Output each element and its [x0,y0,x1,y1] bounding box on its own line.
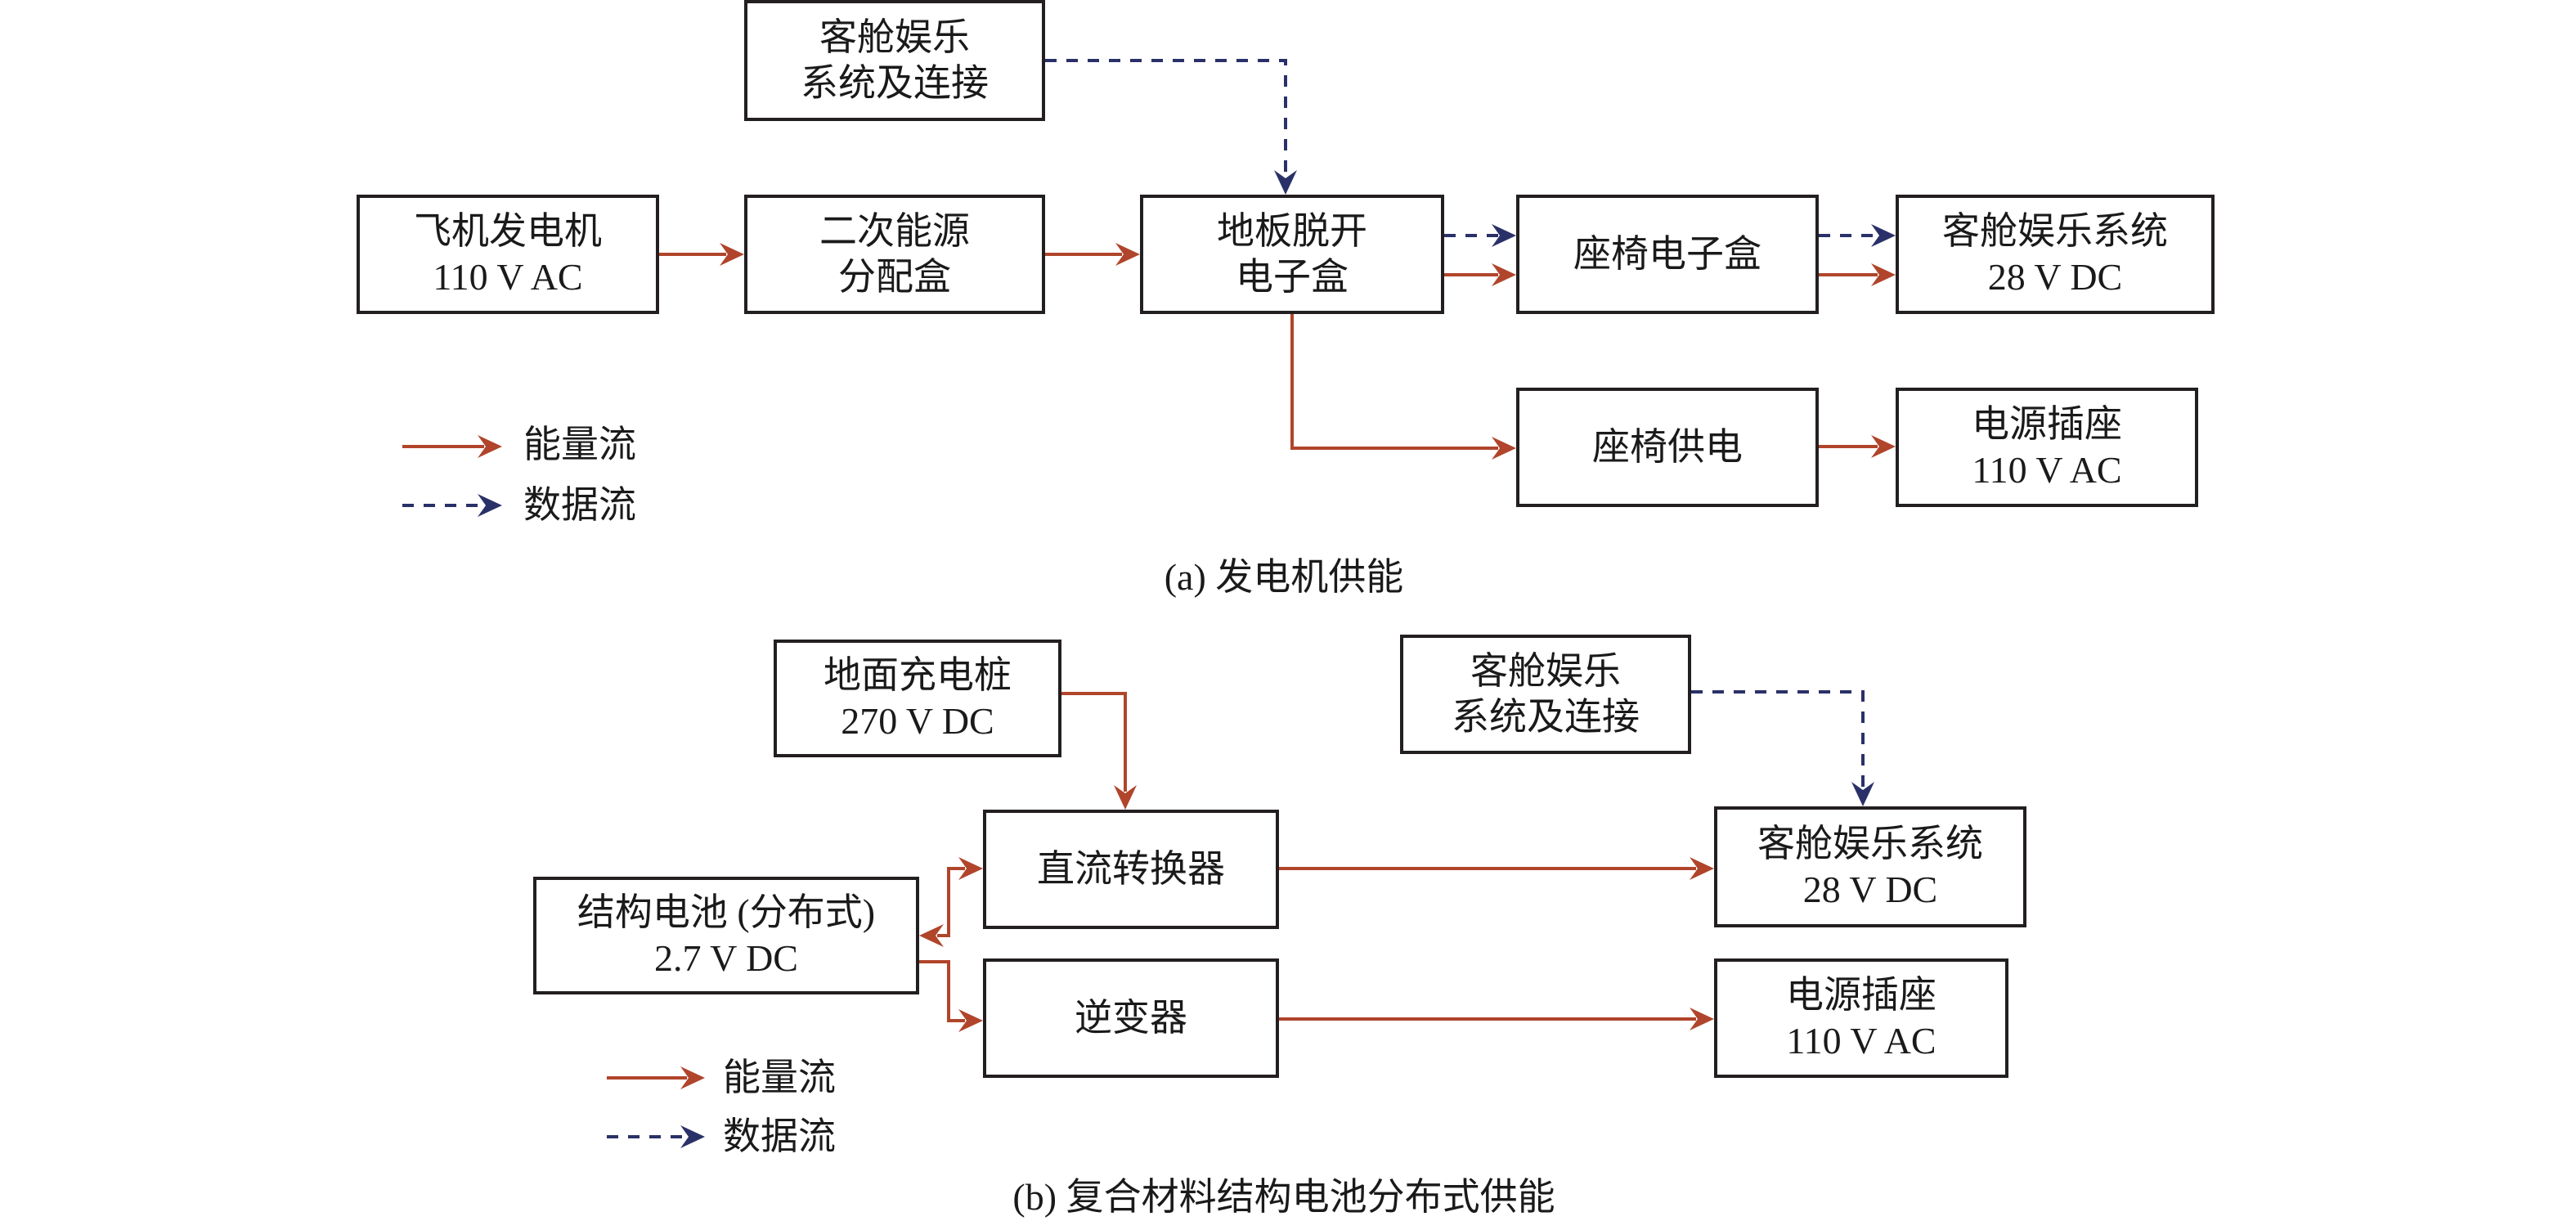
box-label-line1: 电源插座 [1786,974,1936,1016]
box-label-line2: 2.7 V DC [654,937,798,979]
box-label-line2: 110 V AC [1786,1020,1936,1062]
box-label-line2: 分配盒 [838,256,951,298]
caption-b: (b) 复合材料结构电池分布式供能 [1012,1176,1555,1218]
a-energy-floor-to-seat-ebox-arrowhead [1492,263,1516,286]
box-label-line1: 电源插座 [1972,403,2122,445]
a-energy-floor-to-seat-power-arrowhead [1492,437,1516,460]
a-energy-floor-to-seat-power [1290,314,1498,450]
legend-a-data-arrow-arrowhead [478,494,502,517]
b-energy-charger-to-converter-arrowhead [1114,785,1137,810]
a-energy-seat-ebox-to-ife-arrowhead [1871,263,1896,286]
box-label-line1: 直流转换器 [1037,848,1225,890]
box-label-line1: 座椅电子盒 [1573,233,1761,275]
a-data-ife-connect-to-floor-arrowhead [1274,170,1297,195]
box-label-line1: 飞机发电机 [414,210,602,252]
box-label-line2: 28 V DC [1987,256,2123,298]
b-energy-inverter-to-outlet-arrowhead [1690,1008,1714,1030]
box-label-line1: 客舱娱乐系统 [1942,210,2168,252]
a-data-ife-connect-to-floor [1045,59,1287,177]
b-data-ife-connect-to-ife [1691,690,1865,788]
box-label-line2: 270 V DC [841,700,994,742]
box-a-generator: 飞机发电机 110 V AC [357,195,659,314]
box-b-inverter: 逆变器 [983,958,1279,1078]
legend-a-data-label: 数据流 [523,484,636,526]
box-b-ground-charger: 地面充电桩 270 V DC [774,640,1061,757]
b-data-ife-connect-to-ife-arrowhead [1851,782,1874,806]
caption-a: (a) 发电机供能 [1164,556,1404,598]
b-energy-battery-to-converter-arrowhead [958,857,983,880]
box-a-secondary-power: 二次能源 分配盒 [744,195,1045,314]
a-energy-secondary-to-floor-arrowhead [1115,243,1140,266]
box-label-line2: 系统及连接 [1452,696,1640,738]
box-b-ife-connect: 客舱娱乐 系统及连接 [1400,635,1691,754]
legend-b-energy-arrow-arrowhead [680,1066,705,1089]
box-a-floor-disconnect: 地板脱开 电子盒 [1140,195,1444,314]
box-label-line1: 结构电池 (分布式) [577,891,876,933]
box-b-dc-converter: 直流转换器 [983,810,1279,929]
legend-b-data-arrow-arrowhead [680,1125,705,1148]
box-label-line2: 110 V AC [1972,449,2122,491]
b-energy-converter-to-ife-arrowhead [1690,857,1714,880]
box-label-line2: 28 V DC [1802,869,1938,910]
a-data-seat-ebox-to-ife-arrowhead [1871,224,1896,247]
a-energy-seat-power-to-outlet-arrowhead [1871,435,1896,458]
b-energy-battery-to-inverter-arrowhead [958,1009,983,1032]
box-label-line2: 电子盒 [1236,256,1349,298]
box-b-structural-battery: 结构电池 (分布式) 2.7 V DC [533,877,919,994]
box-label-line2: 110 V AC [433,256,583,298]
a-data-floor-to-seat-ebox-arrowhead [1492,224,1516,247]
b-energy-battery-to-inverter [919,960,965,1022]
box-b-outlet: 电源插座 110 V AC [1714,958,2008,1078]
b-energy-charger-to-converter [1061,692,1127,792]
box-a-outlet: 电源插座 110 V AC [1896,388,2198,507]
legend-b-energy-label: 能量流 [723,1057,836,1098]
box-label-line1: 客舱娱乐系统 [1757,823,1983,864]
box-label-line1: 地板脱开 [1217,210,1367,252]
box-a-seat-power: 座椅供电 [1516,388,1819,507]
a-energy-generator-to-secondary-arrowhead [720,243,744,266]
box-label-line1: 客舱娱乐 [819,16,970,58]
box-label-line1: 客舱娱乐 [1470,650,1621,692]
box-label-line1: 二次能源 [819,210,970,252]
box-label-line1: 逆变器 [1075,997,1187,1039]
box-a-seat-ebox: 座椅电子盒 [1516,195,1819,314]
box-b-ife-system: 客舱娱乐系统 28 V DC [1714,806,2026,927]
legend-a-energy-label: 能量流 [523,424,636,465]
b-energy-converter-to-battery-arrowhead [919,924,944,947]
box-label-line1: 座椅供电 [1592,426,1743,468]
box-label-line1: 地面充电桩 [824,654,1012,696]
b-energy-battery-to-converter [947,867,965,936]
b-energy-converter-to-battery [937,869,950,937]
box-a-ife-connect: 客舱娱乐 系统及连接 [744,0,1045,121]
legend-b-data-label: 数据流 [723,1116,836,1157]
box-a-ife-system: 客舱娱乐系统 28 V DC [1896,195,2215,314]
box-label-line2: 系统及连接 [801,62,989,104]
legend-a-energy-arrow-arrowhead [478,435,502,458]
